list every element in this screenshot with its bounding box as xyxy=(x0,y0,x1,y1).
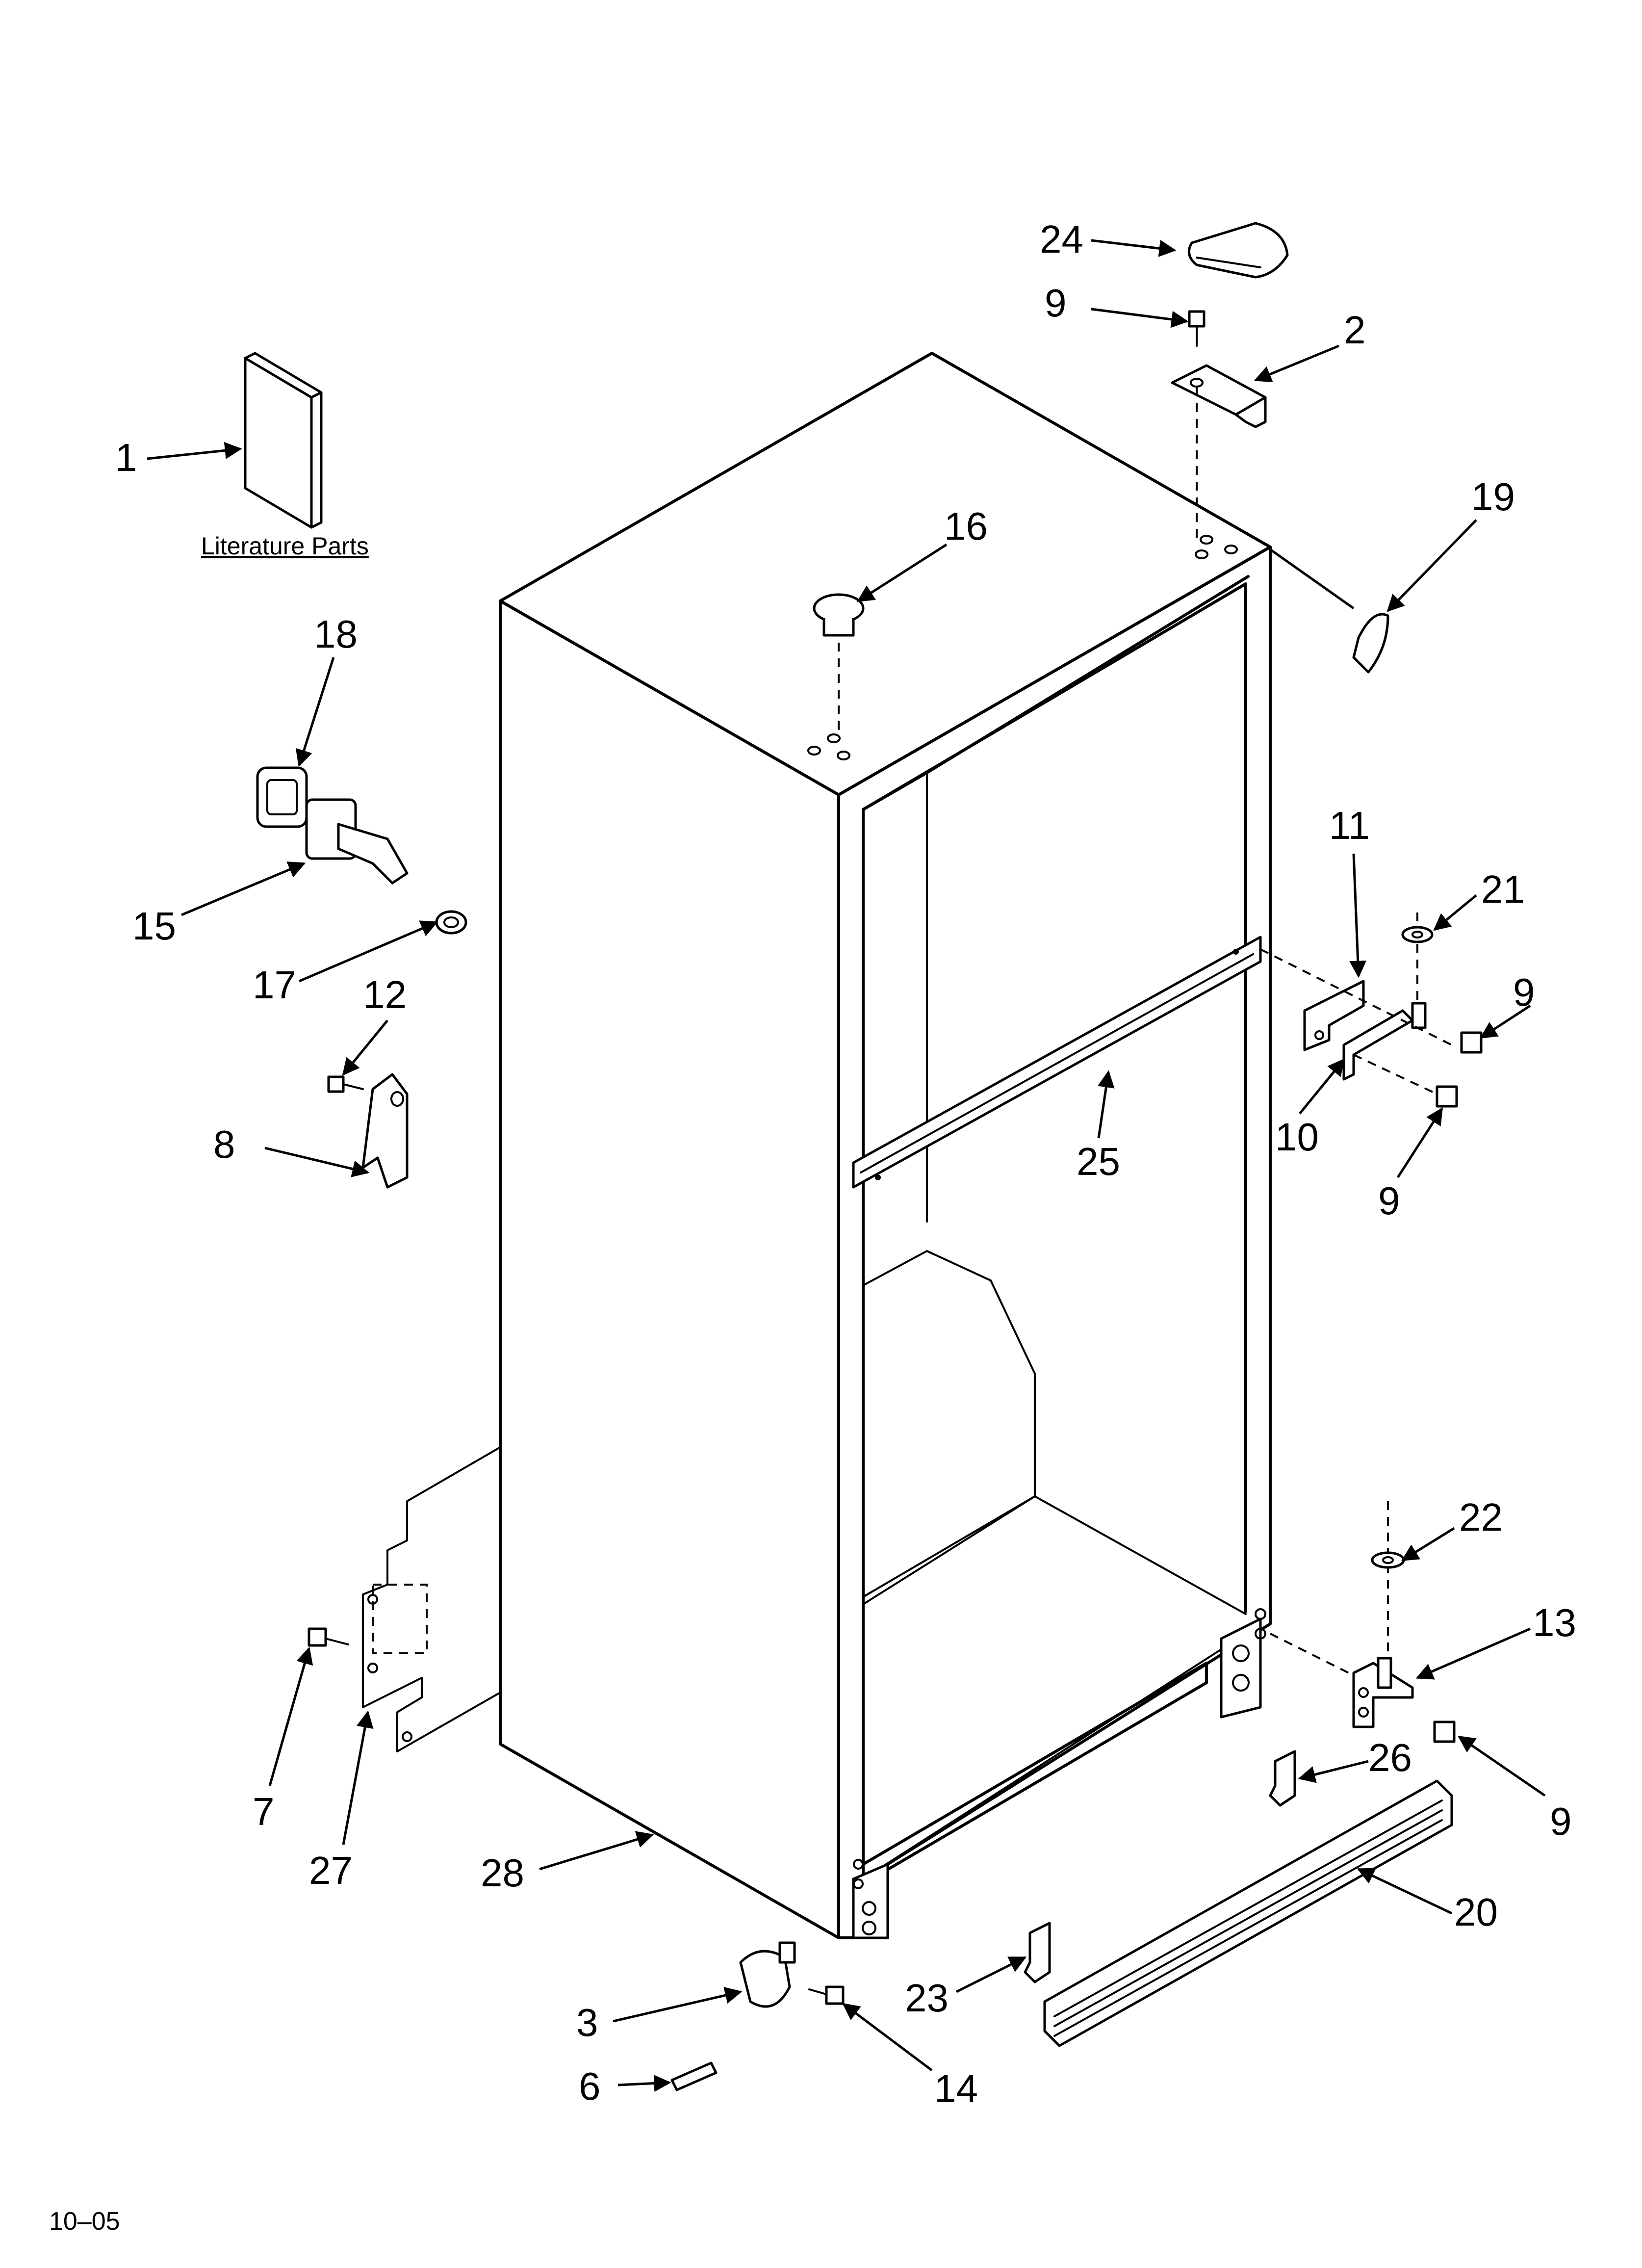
callout-28: 28 xyxy=(481,1851,524,1895)
callout-8: 8 xyxy=(213,1122,235,1166)
callout-19: 19 xyxy=(1471,475,1515,519)
callout-21: 21 xyxy=(1481,867,1525,911)
callout-1: 1 xyxy=(115,436,137,479)
top-hinge xyxy=(1171,364,1267,545)
callout-12: 12 xyxy=(363,973,407,1017)
callout-3: 3 xyxy=(576,2001,598,2044)
callout-18: 18 xyxy=(314,612,358,656)
callout-11: 11 xyxy=(1329,804,1370,847)
screw-top xyxy=(1188,310,1206,347)
callout-24: 24 xyxy=(1040,217,1083,261)
callout-23: 23 xyxy=(905,1976,949,2020)
roller-assembly xyxy=(670,1941,845,2091)
leader-lines xyxy=(147,239,1546,2092)
callout-25: 25 xyxy=(1077,1140,1120,1183)
grille-clips xyxy=(1024,1750,1296,1983)
callout-9-center: 9 xyxy=(1513,970,1535,1014)
refrigerator-cabinet xyxy=(499,352,1272,1939)
callout-17: 17 xyxy=(253,963,296,1007)
callout-6: 6 xyxy=(579,2064,601,2108)
door-stop-bracket xyxy=(327,1073,409,1189)
callout-15: 15 xyxy=(132,904,176,948)
bottom-hinge xyxy=(1270,1501,1456,1743)
hinge-cover xyxy=(1187,222,1289,279)
center-hinge xyxy=(1260,912,1483,1108)
rear-panel xyxy=(362,1446,501,1752)
callout-26: 26 xyxy=(1368,1736,1412,1779)
toe-grille xyxy=(1043,1779,1453,2047)
callout-9-top: 9 xyxy=(1045,281,1067,325)
callout-7: 7 xyxy=(253,1790,275,1833)
callout-13: 13 xyxy=(1533,1601,1576,1644)
callout-27: 27 xyxy=(309,1849,353,1892)
handle-parts xyxy=(256,766,467,935)
callout-9-bottom: 9 xyxy=(1550,1799,1572,1843)
callout-2: 2 xyxy=(1344,308,1366,352)
literature-parts-label: Literature Parts xyxy=(201,532,369,560)
callout-20: 20 xyxy=(1454,1890,1498,1934)
plug-button xyxy=(813,593,865,731)
callout-22: 22 xyxy=(1459,1495,1503,1539)
callout-9-lower: 9 xyxy=(1378,1179,1400,1223)
panel-screw xyxy=(308,1627,349,1647)
page-code: 10–05 xyxy=(49,2207,120,2236)
callout-14: 14 xyxy=(934,2067,978,2111)
callout-10: 10 xyxy=(1275,1115,1319,1159)
literature-booklet xyxy=(244,352,323,529)
hinge-cover-side xyxy=(1269,548,1389,674)
callout-16: 16 xyxy=(944,504,988,548)
